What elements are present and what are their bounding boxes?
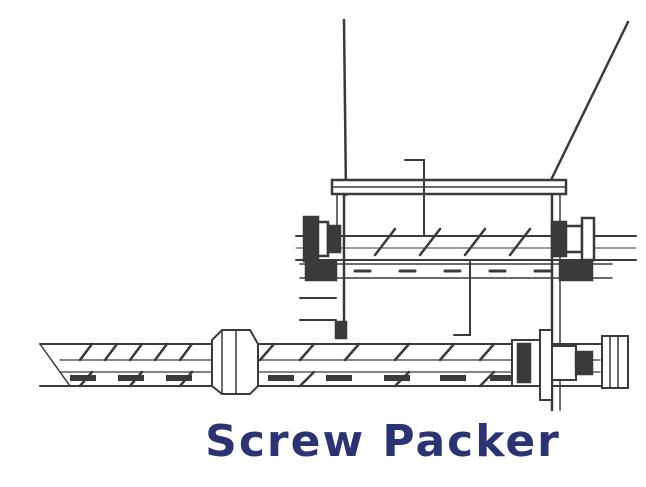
upper-left-bearing xyxy=(302,215,320,263)
top-hook-rod xyxy=(404,159,425,236)
middle-rod xyxy=(453,261,471,336)
lower-flange xyxy=(211,329,259,395)
upper-right-bearing xyxy=(550,220,568,258)
left-support-rod xyxy=(342,18,348,197)
right-diagonal-rod xyxy=(549,20,630,182)
lower-screw-flights xyxy=(78,342,496,388)
figure-caption: Screw Packer xyxy=(205,416,561,467)
upper-screw-flights xyxy=(373,227,532,257)
drive-end-cap xyxy=(601,335,629,389)
